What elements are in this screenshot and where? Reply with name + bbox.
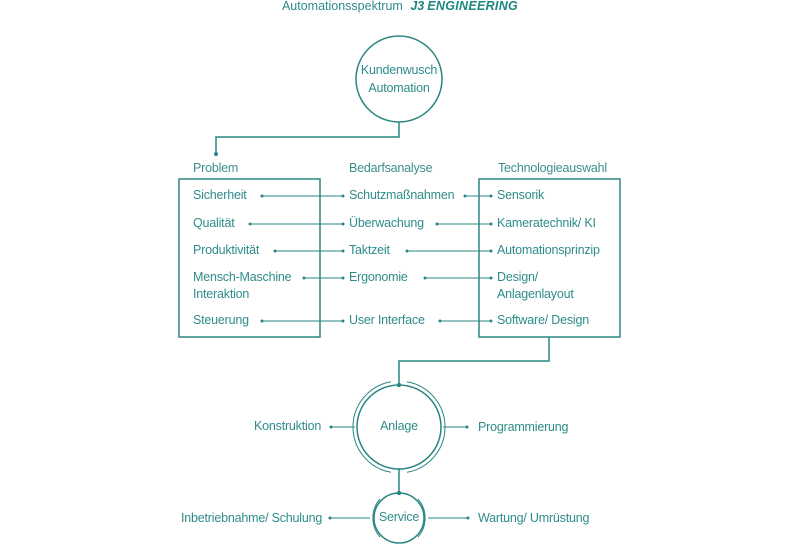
dot [214, 152, 218, 156]
dot [489, 319, 493, 323]
dot [423, 276, 427, 280]
dot [435, 222, 439, 226]
problem-box [178, 178, 321, 338]
dot [489, 222, 493, 226]
problem-item: Sicherheit [193, 188, 247, 202]
anlage-node-label: Anlage [380, 419, 418, 433]
dot [341, 319, 345, 323]
title-text: Automationsspektrum [281, 0, 403, 13]
technology-item: Sensorik [497, 188, 545, 202]
dot [260, 194, 264, 198]
connector-technology-to-anlage [398, 337, 550, 385]
service-right-label: Wartung/ Umrüstung [478, 511, 590, 525]
start-node-label-2: Automation [368, 81, 430, 95]
service-left-label: Inbetriebnahme/ Schulung [181, 511, 323, 525]
brand-logo: J3 [410, 0, 425, 13]
dot [341, 194, 345, 198]
dot [396, 382, 402, 388]
brand-name: ENGINEERING [427, 0, 519, 13]
dot [489, 276, 493, 280]
dot [302, 276, 306, 280]
technology-item-line2: Anlagenlayout [497, 287, 574, 301]
anlage-left-label: Konstruktion [254, 419, 322, 433]
dot [248, 222, 252, 226]
dot [465, 425, 469, 429]
analysis-item: Überwachung [349, 216, 424, 230]
technology-item: Automationsprinzip [497, 243, 600, 257]
start-node-label-1: Kundenwusch [360, 63, 438, 77]
dot [438, 319, 442, 323]
problem-item: Qualität [193, 216, 235, 230]
technology-item: Design/ [497, 270, 538, 284]
problem-item: Produktivität [193, 243, 260, 257]
service-node-label: Service [378, 510, 420, 524]
dot [405, 249, 409, 253]
problem-item-line2: Interaktion [193, 287, 250, 301]
dot [489, 194, 493, 198]
connector-start-to-problem [215, 122, 400, 154]
dot [273, 249, 277, 253]
analysis-item: Ergonomie [349, 270, 408, 284]
dot [341, 276, 345, 280]
problem-heading: Problem [193, 161, 239, 175]
analysis-item: Schutzmaßnahmen [349, 188, 455, 202]
dot [489, 249, 493, 253]
dot [329, 425, 333, 429]
dot [328, 516, 332, 520]
dot [396, 490, 402, 496]
start-node-circle [355, 35, 443, 123]
technology-item: Kameratechnik/ KI [497, 216, 596, 230]
dot [341, 249, 345, 253]
dot [341, 222, 345, 226]
dot [260, 319, 264, 323]
service-outer-arc-right [417, 498, 426, 538]
dot [463, 194, 467, 198]
anlage-right-label: Programmierung [478, 420, 569, 434]
technology-heading: Technologieauswahl [498, 161, 607, 175]
service-outer-arc-left [372, 498, 381, 538]
problem-item: Mensch-Maschine [193, 270, 292, 284]
problem-item: Steuerung [193, 313, 249, 327]
analysis-item: Taktzeit [349, 243, 390, 257]
technology-item: Software/ Design [497, 313, 589, 327]
analysis-item: User Interface [349, 313, 425, 327]
dot [466, 516, 470, 520]
analysis-heading: Bedarfsanalyse [349, 161, 433, 175]
